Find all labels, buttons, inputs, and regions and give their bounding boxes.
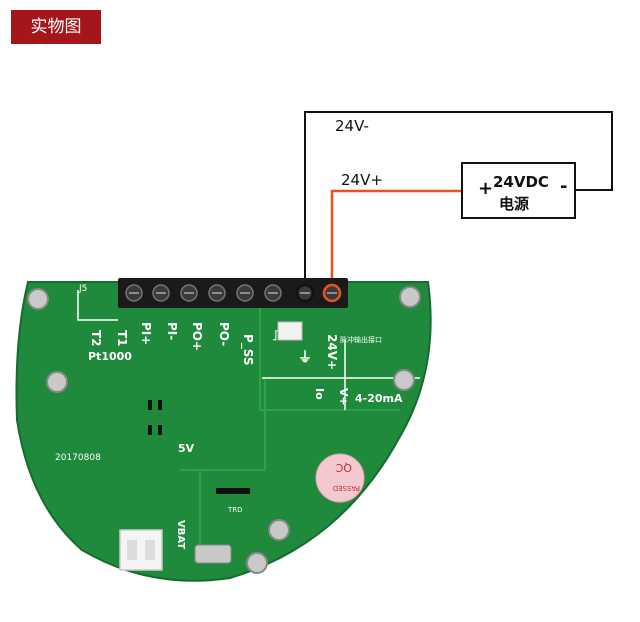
label-io: Io — [313, 388, 326, 400]
positive-wire — [330, 189, 462, 290]
label-12v: 12V — [376, 475, 396, 485]
label-24v-plus: 24V+ — [325, 334, 339, 370]
pin-header — [216, 488, 250, 494]
label-vplus: V+ — [337, 388, 350, 406]
jst-connector-bottom — [119, 529, 163, 571]
label-pi-minus: PI- — [165, 322, 179, 340]
label-4-20ma: 4-20mA — [355, 392, 403, 405]
wire-label-negative: 24V- — [335, 117, 369, 135]
mounting-hole-bottom-2 — [246, 552, 268, 574]
label-po-plus: PO+ — [190, 322, 204, 351]
mounting-hole-top-right — [399, 286, 421, 308]
label-pi-plus: PI+ — [139, 322, 153, 345]
label-t1: T1 — [115, 330, 129, 347]
psu-minus-sign: - — [560, 176, 567, 197]
label-vbat: VBAT — [175, 520, 186, 549]
label-ground-symbol: ⏚ — [298, 350, 312, 366]
label-5v: 5V — [178, 442, 195, 455]
negative-wire — [304, 111, 613, 290]
wire-label-positive: 24V+ — [341, 171, 383, 189]
label-p-ss: P_SS — [240, 334, 255, 366]
label-date: 20170808 — [55, 453, 101, 463]
psu-plus-sign: + — [478, 178, 493, 199]
mounting-hole-left — [46, 371, 68, 393]
page-title: 实物图 — [11, 10, 101, 44]
label-t2: T2 — [89, 330, 103, 347]
psu-voltage-label: 24VDC — [493, 173, 549, 191]
psu-name-label: 电源 — [499, 195, 529, 213]
mounting-hole-top-left — [27, 288, 49, 310]
passed-label: PASSED — [333, 484, 360, 492]
label-pt1000: Pt1000 — [88, 350, 132, 363]
jst-connector-top — [277, 321, 303, 341]
label-j5: J5 — [78, 284, 87, 294]
label-po-minus: PO- — [217, 322, 231, 346]
mounting-hole-right — [393, 369, 415, 391]
terminal-block — [118, 278, 348, 308]
power-supply: + 24VDC 电源 - — [461, 162, 576, 219]
mounting-hole-bottom — [268, 519, 290, 541]
qc-label: QC — [335, 461, 352, 474]
label-trd: TRD — [227, 506, 243, 514]
micro-usb-port — [194, 544, 232, 564]
qc-passed-sticker: QC PASSED — [315, 453, 365, 503]
label-pulse-output: 脉冲输出接口 — [340, 335, 382, 344]
pcb-board: T2 T1 PI+ PI- PO+ PO- P_SS ⎍ ⏚ 24V+ Pt10… — [15, 278, 432, 582]
